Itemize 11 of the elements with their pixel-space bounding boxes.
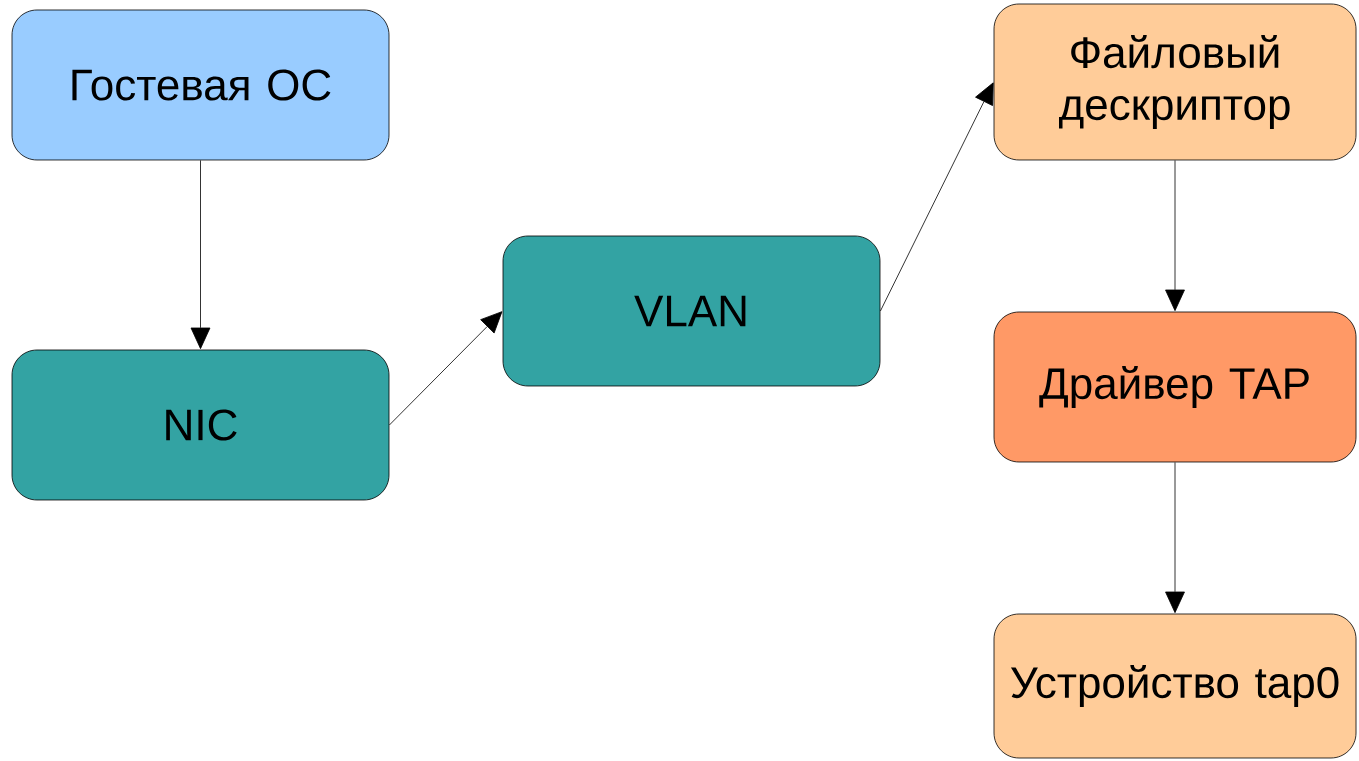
process-box: NIC (11, 349, 390, 501)
process-box: VLAN (502, 235, 881, 387)
process-box: Файловый дескриптор (993, 3, 1357, 161)
arrow (190, 160, 211, 350)
arrow (880, 82, 994, 312)
process-box: Драйвер TAP (993, 311, 1357, 463)
process-box: Устройство tap0 (993, 613, 1357, 759)
arrow (1165, 160, 1185, 312)
arrow (1165, 462, 1185, 614)
arrow (389, 311, 503, 426)
process-box: Гостевая ОС (11, 9, 390, 161)
